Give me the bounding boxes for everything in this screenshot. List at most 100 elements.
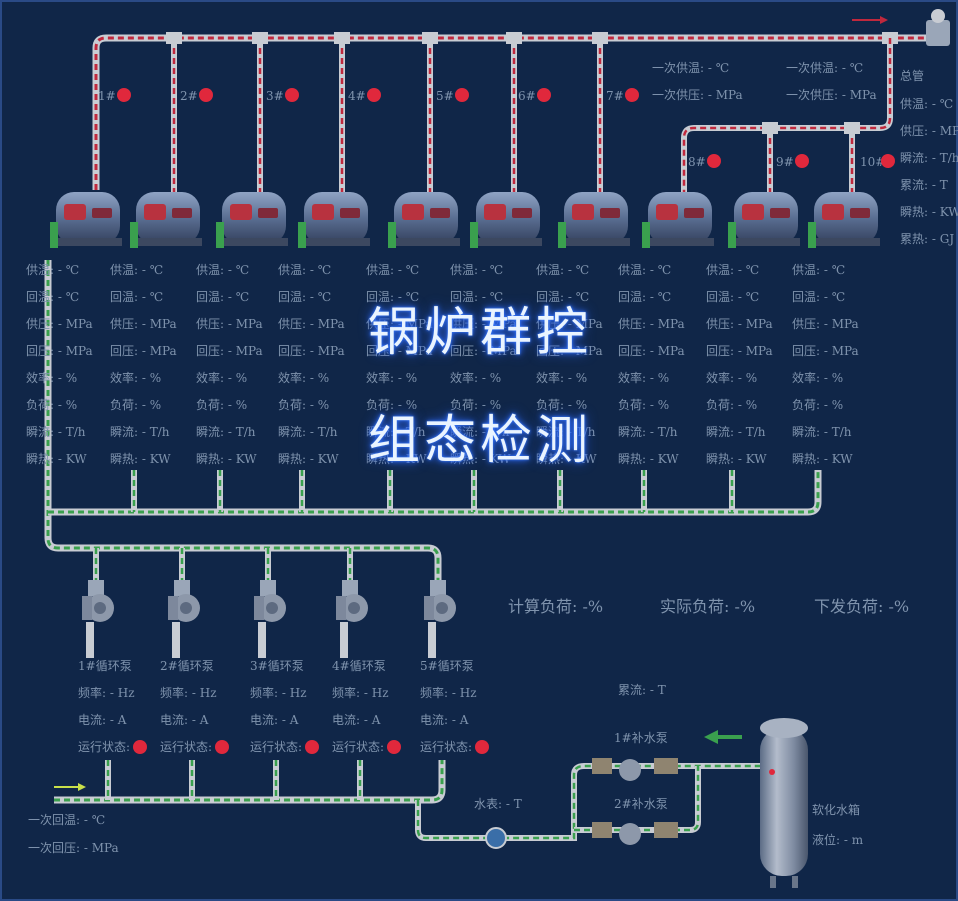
boiler-8-flow: 瞬流: - T/h [618,425,678,439]
main-flow-meter-icon [926,9,950,46]
makeup-pump-2-label: 2#补水泵 [614,797,668,811]
softened-water-tank-icon [760,718,808,888]
boiler-4-number-label: 4# [348,89,366,103]
boiler-8-heat: 瞬热: - KW [618,452,679,466]
pump-5-status-indicator [475,740,489,754]
boiler-1-heat: 瞬热: - KW [26,452,87,466]
pump-2-name: 2#循环泵 [160,659,214,673]
circulation-pump-5[interactable] [424,580,456,658]
pump-2-status-indicator [215,740,229,754]
boiler-6-efficiency: 效率: - % [450,370,501,385]
boiler-3-status-indicator [285,88,299,102]
boiler-10-number-label: 10# [860,155,885,169]
boiler-9-supply-press: 供压: - MPa [706,317,773,331]
boiler-2-heat: 瞬热: - KW [110,452,171,466]
supply-outlet-flow-arrow [852,16,888,24]
boiler-7-heat: 瞬热: - KW [536,452,597,466]
boiler-8[interactable] [642,192,714,248]
pump-2-run-status: 运行状态: [160,740,212,754]
water-meter-label: 水表: - T [474,797,522,811]
boiler-9-number-label: 9# [776,155,794,169]
boiler-4-return-temp: 回温: - ℃ [278,290,331,304]
boiler-4-efficiency: 效率: - % [278,370,329,385]
boiler-3-return-press: 回压: - MPa [196,344,263,358]
boiler-10-supply-temp: 供温: - ℃ [792,263,845,277]
boiler-5[interactable] [388,192,460,248]
boiler-8-status-indicator [707,154,721,168]
pump-4-frequency: 频率: - Hz [332,685,389,700]
pump-3-frequency: 频率: - Hz [250,685,307,700]
boiler-2-status-indicator [199,88,213,102]
makeup-pump-1-label: 1#补水泵 [614,731,668,745]
boiler-3-efficiency: 效率: - % [196,370,247,385]
boiler-6-supply-press: 供压: - MPa [450,317,517,331]
boiler-9-return-press: 回压: - MPa [706,344,773,358]
boiler-2-return-press: 回压: - MPa [110,344,177,358]
boiler-2[interactable] [130,192,202,248]
boiler-7-supply-press: 供压: - MPa [536,317,603,331]
boiler-1-return-press: 回压: - MPa [26,344,93,358]
boiler-2-load: 负荷: - % [110,398,161,412]
circulation-pump-4[interactable] [336,580,368,658]
primary-supply-temp-left: 一次供温: - ℃ [652,61,729,75]
pump-1-frequency: 频率: - Hz [78,685,135,700]
boiler-5-supply-temp: 供温: - ℃ [366,263,419,277]
boiler-9-load: 负荷: - % [706,398,757,412]
primary-supply-temp-right: 一次供温: - ℃ [786,61,863,75]
boiler-1-status-indicator [117,88,131,102]
boiler-10[interactable] [808,192,880,248]
boiler-5-supply-press: 供压: - MPa [366,317,433,331]
pump-4-name: 4#循环泵 [332,659,386,673]
primary-supply-press-right: 一次供压: - MPa [786,88,877,102]
circulation-pump-1[interactable] [82,580,114,658]
boiler-9[interactable] [728,192,800,248]
title-line-1: 锅炉群控 [367,303,592,363]
pump-4-run-status: 运行状态: [332,740,384,754]
circulation-pump-3[interactable] [254,580,286,658]
circulation-pump-2[interactable] [168,580,200,658]
boiler-7[interactable] [558,192,630,248]
boiler-1-efficiency: 效率: - % [26,370,77,385]
boiler-3[interactable] [216,192,288,248]
pump-3-status-indicator [305,740,319,754]
boiler-8-load: 负荷: - % [618,398,669,412]
boiler-8-supply-press: 供压: - MPa [618,317,685,331]
boiler-7-efficiency: 效率: - % [536,370,587,385]
boiler-7-supply-temp: 供温: - ℃ [536,263,589,277]
boiler-1-flow: 瞬流: - T/h [26,425,86,439]
calculated-load-label: 计算负荷: -% [508,597,603,616]
main-pipe-item: 累流: - T [900,178,948,192]
boiler-2-return-temp: 回温: - ℃ [110,290,163,304]
boiler-9-flow: 瞬流: - T/h [706,425,766,439]
pump-2-current: 电流: - A [160,713,209,727]
boiler-6-flow: 瞬流: - T/h [450,425,510,439]
boiler-5-number-label: 5# [436,89,454,103]
boiler-4[interactable] [298,192,370,248]
main-pipe-item: 瞬流: - T/h [900,151,958,165]
pump-2-frequency: 频率: - Hz [160,685,217,700]
boiler-10-heat: 瞬热: - KW [792,452,853,466]
pump-5-run-status: 运行状态: [420,740,472,754]
boiler-6[interactable] [470,192,542,248]
boiler-6-number-label: 6# [518,89,536,103]
primary-return-temp: 一次回温: - ℃ [28,813,105,827]
pump-1-current: 电流: - A [78,713,127,727]
makeup-cumulative-flow: 累流: - T [618,683,666,697]
pump-3-name: 3#循环泵 [250,659,304,673]
title-line-2: 组态检测 [367,411,592,471]
boiler-6-heat: 瞬热: - KW [450,452,511,466]
boiler-3-supply-press: 供压: - MPa [196,317,263,331]
makeup-water-pipe [415,730,760,841]
boiler-10-efficiency: 效率: - % [792,370,843,385]
boiler-5-return-press: 回压: - MPa [366,344,433,358]
boiler-10-supply-press: 供压: - MPa [792,317,859,331]
boiler-7-load: 负荷: - % [536,398,587,412]
boiler-1[interactable] [50,192,122,248]
boiler-1-supply-temp: 供温: - ℃ [26,263,79,277]
pump-1-name: 1#循环泵 [78,659,132,673]
boiler-8-supply-temp: 供温: - ℃ [618,263,671,277]
boiler-3-supply-temp: 供温: - ℃ [196,263,249,277]
boiler-3-number-label: 3# [266,89,284,103]
